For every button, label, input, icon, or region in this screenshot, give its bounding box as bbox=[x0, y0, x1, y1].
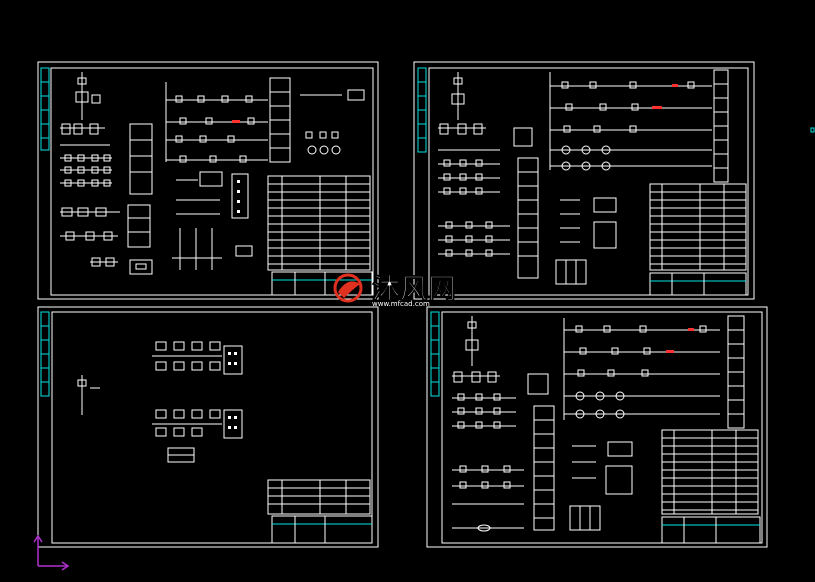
sheet-inner-frame bbox=[441, 311, 763, 544]
sheet-outer-frame bbox=[413, 61, 755, 300]
sheet-inner-frame bbox=[51, 311, 373, 544]
schematic-main-circuit bbox=[452, 316, 555, 532]
sheet-side-strip bbox=[40, 67, 50, 151]
sheet-inner-frame bbox=[50, 67, 374, 296]
sheet-outer-frame bbox=[37, 306, 379, 548]
sheet-outer-frame bbox=[37, 61, 379, 300]
sheet-side-strip bbox=[430, 311, 440, 397]
watermark-title: 沐风网 bbox=[372, 272, 456, 305]
schematic-control-circuit bbox=[563, 315, 745, 531]
sheet-outer-frame bbox=[426, 306, 768, 548]
ucs-axis-icon[interactable] bbox=[33, 534, 70, 571]
sheet-bottom-right[interactable] bbox=[426, 306, 768, 548]
watermark-logo-icon bbox=[333, 273, 363, 303]
schematic-main-circuit bbox=[60, 72, 153, 275]
schematic-control-circuit bbox=[549, 69, 729, 285]
parts-list-table bbox=[267, 175, 371, 271]
schematic-control-circuit bbox=[165, 77, 365, 163]
title-block bbox=[271, 515, 373, 544]
title-block bbox=[649, 272, 747, 296]
sheet-side-strip bbox=[40, 311, 50, 397]
sheet-bottom-left[interactable] bbox=[37, 306, 379, 548]
parts-list-table bbox=[661, 429, 759, 515]
watermark: 沐风网 www.mfcad.com bbox=[333, 272, 456, 308]
sheet-inner-frame bbox=[428, 67, 749, 296]
schematic-terminal-block bbox=[172, 171, 253, 270]
sheet-top-left[interactable] bbox=[37, 61, 379, 300]
title-block bbox=[661, 516, 761, 544]
title-block bbox=[271, 271, 373, 296]
parts-list-table bbox=[649, 183, 747, 271]
schematic-wiring bbox=[77, 341, 243, 463]
sheet-side-strip bbox=[417, 67, 427, 153]
parts-list-table bbox=[267, 479, 371, 515]
sheet-top-right[interactable] bbox=[413, 61, 755, 300]
schematic-main-circuit bbox=[438, 72, 539, 279]
edge-marker bbox=[810, 127, 815, 133]
watermark-url: www.mfcad.com bbox=[372, 300, 430, 308]
